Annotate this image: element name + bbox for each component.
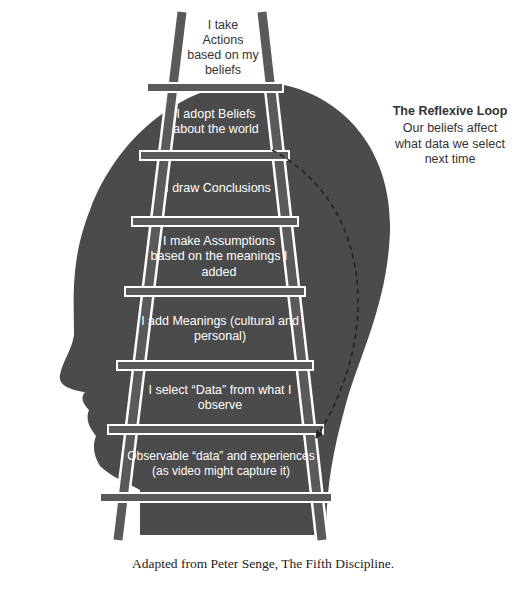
loop-title: The Reflexive Loop — [380, 104, 520, 120]
loop-note: Our beliefs affect what data we select n… — [395, 121, 505, 168]
ladder-step: I adopt Beliefs about the world — [160, 94, 272, 150]
ladder-step: I select “Data” from what I observe — [134, 372, 306, 424]
head-silhouette — [60, 82, 390, 535]
ladder-step: I make Assumptions based on the meanings… — [146, 228, 292, 286]
caption: Adapted from Peter Senge, The Fifth Disc… — [0, 556, 526, 572]
ladder-rails — [118, 12, 322, 540]
step-text: I select “Data” from what I observe — [134, 383, 306, 414]
ladder-rungs — [100, 83, 332, 502]
ladder-step: I draw Conclusions — [152, 162, 284, 216]
step-text: Observable “data” and experiences (as vi… — [126, 449, 316, 478]
ladder-step: I take Actions based on my beliefs — [186, 14, 260, 82]
ladder-step: Observable “data” and experiences (as vi… — [126, 436, 316, 492]
step-text: I adopt Beliefs about the world — [160, 107, 272, 138]
step-text: I add Meanings (cultural and personal) — [140, 314, 300, 345]
ladder-step: I add Meanings (cultural and personal) — [140, 298, 300, 360]
step-text: I take Actions based on my beliefs — [186, 18, 260, 79]
step-text: I draw Conclusions — [165, 181, 271, 196]
step-text: I make Assumptions based on the meanings… — [146, 234, 292, 280]
